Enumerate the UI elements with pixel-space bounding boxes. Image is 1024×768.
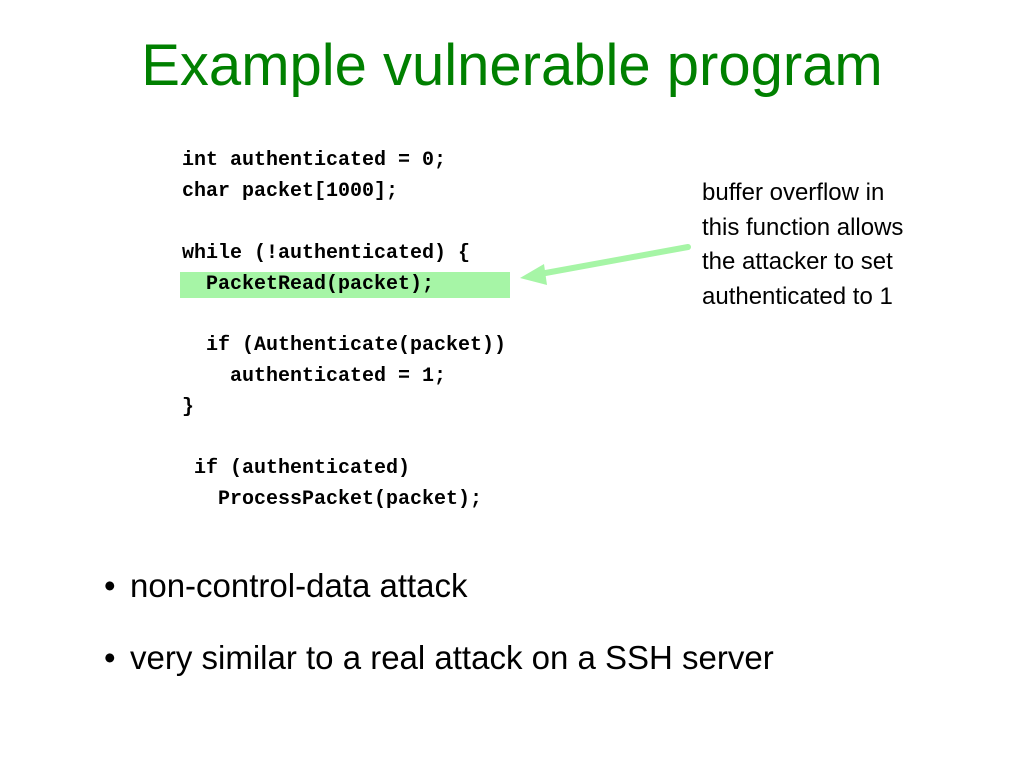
bullet-item: • non-control-data attack (104, 562, 774, 610)
bullet-text: non-control-data attack (130, 567, 468, 604)
annotation-line: authenticated to 1 (702, 282, 893, 310)
annotation-line: buffer overflow in (702, 179, 885, 206)
code-line-highlighted: PacketRead(packet); (182, 273, 435, 296)
code-highlight (180, 272, 510, 298)
code-line: authenticated = 1; (182, 365, 447, 388)
annotation-text: buffer overflow in this function allows … (702, 176, 1002, 314)
code-line: while (!authenticated) { (182, 242, 471, 265)
slide-title: Example vulnerable program (141, 33, 883, 98)
bullet-icon: • (104, 567, 116, 604)
code-line: } (182, 396, 195, 419)
arrow-head (520, 264, 547, 285)
annotation-line: the attacker to set (702, 248, 893, 275)
arrow-shaft (537, 244, 691, 277)
code-line: ProcessPacket(packet); (182, 488, 483, 511)
bullet-list: • non-control-data attack • very similar t… (104, 562, 774, 706)
bullet-text: very similar to a real attack on a SSH s… (130, 639, 774, 676)
code-line: if (authenticated) (182, 457, 411, 480)
code-line: if (Authenticate(packet)) (182, 334, 507, 357)
bullet-icon: • (104, 639, 116, 676)
annotation-line: this function allows (702, 213, 904, 241)
code-line: int authenticated = 0; (182, 149, 447, 172)
bullet-item: • very similar to a real attack on a SSH … (104, 634, 774, 682)
code-line: char packet[1000]; (182, 180, 399, 203)
